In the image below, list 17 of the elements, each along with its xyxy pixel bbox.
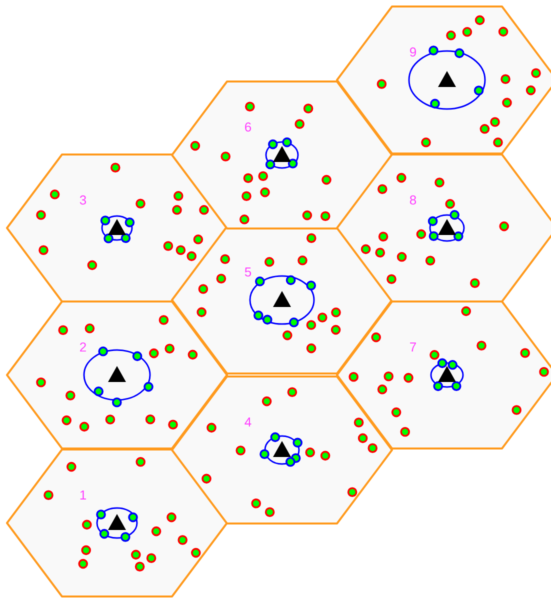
cell-number: 7 bbox=[410, 342, 416, 352]
cell-number: 5 bbox=[244, 267, 252, 277]
hexagonal-cell bbox=[171, 226, 393, 374]
cell-number: 8 bbox=[410, 195, 416, 205]
cell-number: 1 bbox=[80, 490, 86, 500]
hexagonal-cell bbox=[336, 154, 551, 302]
hexagonal-cell bbox=[171, 376, 393, 524]
hexagonal-cell bbox=[336, 300, 551, 450]
cell-number: 6 bbox=[245, 122, 252, 132]
hexagonal-cell bbox=[336, 6, 551, 154]
hexagonal-cell bbox=[171, 80, 393, 230]
cell-number: 4 bbox=[244, 418, 252, 426]
cell-number: 2 bbox=[80, 342, 86, 352]
hexagonal-cell bbox=[6, 300, 228, 450]
cell-number: 9 bbox=[410, 47, 416, 57]
cell-number: 3 bbox=[80, 195, 86, 205]
hexagonal-cell bbox=[6, 448, 228, 598]
